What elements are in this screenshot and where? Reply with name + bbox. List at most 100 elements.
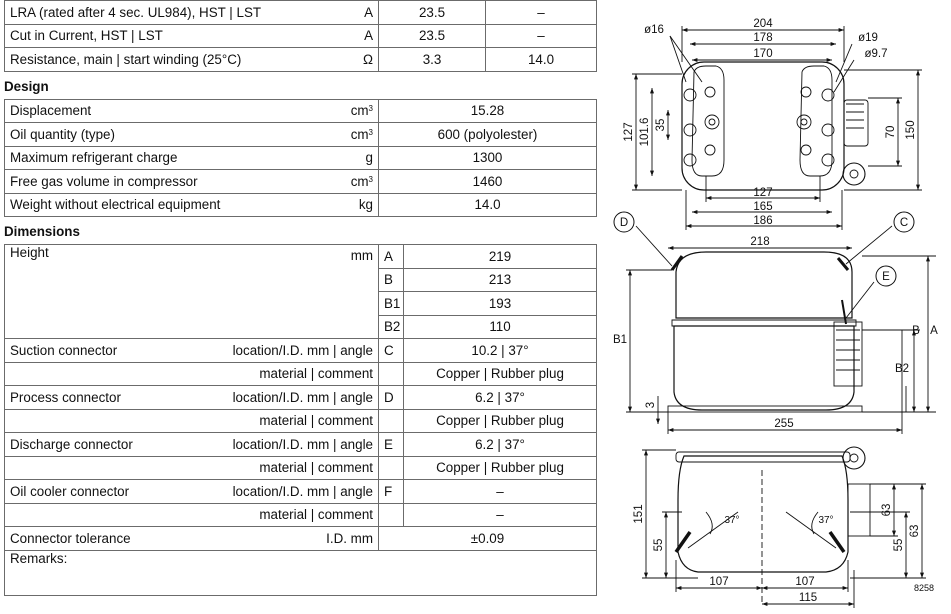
dim-107-right: 107 <box>795 576 814 588</box>
connector-cell-unit: location/I.D. mm | angle <box>233 437 373 452</box>
design-cell-unit: cm3 <box>351 174 373 189</box>
electrical-value-2: 14.0 <box>485 47 597 72</box>
dim-170: 170 <box>753 48 772 60</box>
design-cell-label: Displacement <box>10 103 92 119</box>
connector-code: E <box>378 432 404 457</box>
compressor-drawing: 204 178 170 ø16 ø19 ø9.7 127 165 186 218… <box>606 0 951 614</box>
connector-material-unit: material | comment <box>4 455 379 480</box>
electrical-cell: LRA (rated after 4 sec. UL984), HST | LS… <box>4 0 379 25</box>
connector-material-value: Copper | Rubber plug <box>403 361 597 386</box>
label-e-circle <box>875 265 897 287</box>
connector-material-value: Copper | Rubber plug <box>403 408 597 433</box>
height-value: 213 <box>403 267 597 292</box>
electrical-cell-unit-text: Ω <box>362 51 373 67</box>
design-value: 14.0 <box>378 192 597 217</box>
connector-cell-unit-text: location/I.D. mm | angle <box>232 436 373 452</box>
dim-63: 63 <box>881 504 893 517</box>
dim-127b: 127 <box>753 187 772 199</box>
design-cell-unit-sup: 3 <box>368 104 373 114</box>
label-c-circle <box>893 211 915 233</box>
connector-material-value: – <box>403 502 597 527</box>
remarks-cell: Remarks: <box>4 549 597 596</box>
design-cell-unit-text: g <box>365 150 373 166</box>
label-e: E <box>882 271 890 283</box>
height-value: 193 <box>403 291 597 316</box>
label-c: C <box>900 217 908 229</box>
spec-sheet: LRA (rated after 4 sec. UL984), HST | LS… <box>4 0 597 596</box>
electrical-value-1: 23.5 <box>378 0 486 25</box>
connector-row: Process connector location/I.D. mm | angl… <box>4 385 597 410</box>
connector-material-unit: material | comment <box>4 361 379 386</box>
design-value: 1460 <box>378 169 597 194</box>
height-code: B <box>378 267 404 292</box>
dim-d16: ø16 <box>644 24 664 36</box>
design-cell-label: Free gas volume in compressor <box>10 173 198 189</box>
label-d: D <box>620 217 628 229</box>
design-value: 600 (polyolester) <box>378 122 597 147</box>
connector-cell-label: Process connector <box>10 389 121 405</box>
dim-178: 178 <box>753 32 772 44</box>
connector-value: 10.2 | 37° <box>403 338 597 363</box>
dim-186: 186 <box>753 215 772 227</box>
electrical-cell-unit: Ω <box>363 52 373 67</box>
label-b1: B1 <box>613 334 627 346</box>
height-value: 219 <box>403 244 597 269</box>
electrical-cell-label: Cut in Current, HST | LST <box>10 28 163 44</box>
design-cell-label: Maximum refrigerant charge <box>10 150 178 166</box>
dim-d19: ø19 <box>858 32 878 44</box>
electrical-cell-label: Resistance, main | start winding (25°C) <box>10 51 242 67</box>
height-value: 110 <box>403 314 597 339</box>
connector-cell: Discharge connector location/I.D. mm | an… <box>4 432 379 457</box>
connector-cell-unit: location/I.D. mm | angle <box>233 484 373 499</box>
connector-material-unit: material | comment <box>4 408 379 433</box>
remarks-row: Remarks: <box>4 549 597 596</box>
design-cell: Free gas volume in compressor cm3 <box>4 169 379 194</box>
dim-150: 150 <box>905 120 917 139</box>
dim-127: 127 <box>623 122 635 141</box>
height-code: B2 <box>378 314 404 339</box>
label-a: A <box>930 325 938 337</box>
connector-material-row: material | comment Copper | Rubber plug <box>4 361 597 386</box>
label-b2: B2 <box>895 363 909 375</box>
connector-cell-unit-text: location/I.D. mm | angle <box>232 389 373 405</box>
connector-cell-unit-text: location/I.D. mm | angle <box>232 342 373 358</box>
connector-cell-unit: location/I.D. mm | angle <box>233 390 373 405</box>
design-title: Design <box>4 78 49 94</box>
connector-value: 6.2 | 37° <box>403 385 597 410</box>
dim-107-left: 107 <box>709 576 728 588</box>
tolerance-cell-unit-text: I.D. mm <box>326 530 373 546</box>
connector-cell-label: Discharge connector <box>10 436 133 452</box>
electrical-cell-unit: A <box>364 28 373 43</box>
connector-material-blank <box>378 502 404 527</box>
design-cell-unit: cm3 <box>351 127 373 142</box>
electrical-row: LRA (rated after 4 sec. UL984), HST | LS… <box>4 0 597 25</box>
electrical-cell: Resistance, main | start winding (25°C) Ω <box>4 47 379 72</box>
design-cell-unit: g <box>366 150 373 165</box>
design-cell-label: Oil quantity (type) <box>10 126 115 142</box>
dim-35: 35 <box>655 119 667 132</box>
electrical-table: LRA (rated after 4 sec. UL984), HST | LS… <box>4 0 597 72</box>
electrical-value-1: 23.5 <box>378 23 486 48</box>
design-cell: Maximum refrigerant charge g <box>4 145 379 170</box>
top-view <box>632 26 922 230</box>
dimensions-title: Dimensions <box>4 224 80 239</box>
dim-165: 165 <box>753 201 772 213</box>
connector-row: Discharge connector location/I.D. mm | an… <box>4 432 597 457</box>
connector-code: F <box>378 479 404 504</box>
dim-3: 3 <box>645 402 657 408</box>
design-cell-unit: kg <box>359 197 373 212</box>
